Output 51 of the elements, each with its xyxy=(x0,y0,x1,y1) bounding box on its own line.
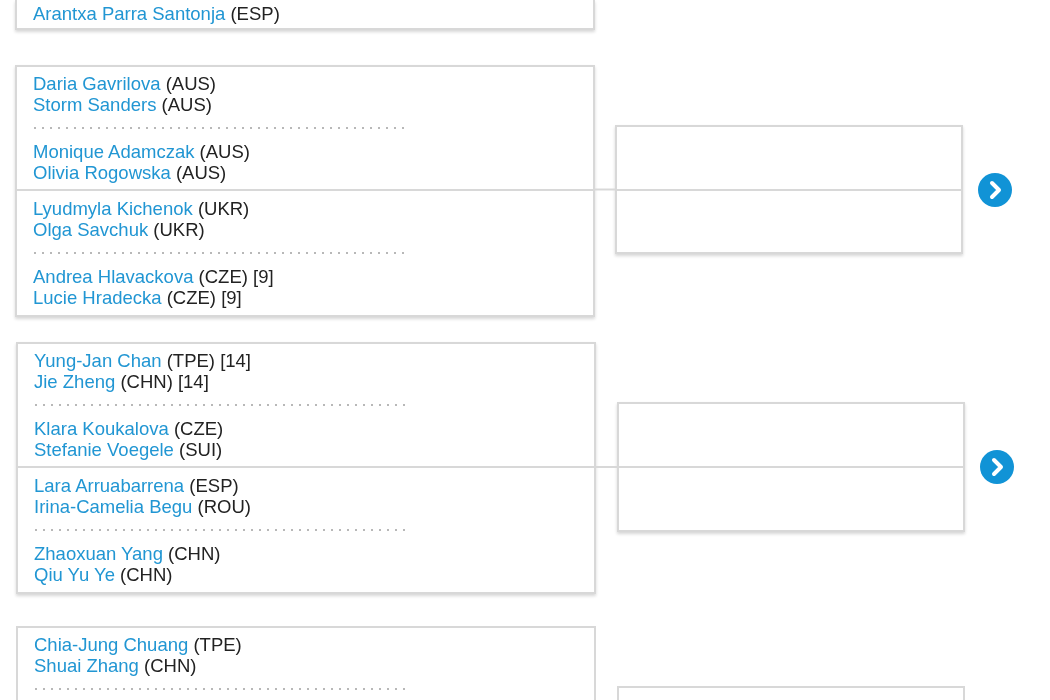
player-name-link: Arantxa Parra Santonja xyxy=(33,3,226,24)
player-name-link: Jie Zheng xyxy=(34,371,116,392)
country-code: (ESP) xyxy=(230,3,280,24)
bracket-line xyxy=(594,188,616,191)
country-code: (CZE) xyxy=(173,418,224,439)
country-code: (CHN) xyxy=(120,371,173,392)
country-code: (TPE) xyxy=(166,350,215,371)
country-code: (CHN) xyxy=(168,543,221,564)
player-name-link: Lara Arruabarrena xyxy=(34,475,185,496)
country-code: (AUS) xyxy=(161,94,212,115)
seed-number: [9] xyxy=(253,266,274,287)
player-name-link: Daria Gavrilova xyxy=(33,73,161,94)
country-code: (TPE) xyxy=(193,634,242,655)
match-box xyxy=(16,626,596,700)
player-name-link: Klara Koukalova xyxy=(34,418,169,439)
country-code: (UKR) xyxy=(153,219,205,240)
next-round-box xyxy=(617,402,965,532)
country-code: (ESP) xyxy=(189,475,239,496)
match-box xyxy=(15,65,595,317)
country-code: (SUI) xyxy=(179,439,223,460)
country-code: (CHN) xyxy=(120,564,173,585)
bracket-line xyxy=(595,466,618,468)
country-code: (AUS) xyxy=(199,141,250,162)
player-name-link: Andrea Hlavackova xyxy=(33,266,194,287)
country-code: (AUS) xyxy=(175,162,227,183)
player-name-link: Shuai Zhang xyxy=(34,655,139,676)
player-name-link: Qiu Yu Ye xyxy=(34,564,115,585)
seed-number: [14] xyxy=(177,371,209,392)
player-name-link: Yung-Jan Chan xyxy=(34,350,162,371)
country-code: (CZE) xyxy=(198,266,248,287)
player-name-link: Chia-Jung Chuang xyxy=(34,634,189,655)
player-name-link: Olga Savchuk xyxy=(33,219,149,240)
seed-number: [9] xyxy=(221,287,242,308)
country-code: (UKR) xyxy=(197,198,250,219)
player-name-link: Lucie Hradecka xyxy=(33,287,162,308)
match-box xyxy=(15,0,595,30)
next-round-box xyxy=(615,125,963,254)
country-code: (CHN) xyxy=(144,655,197,676)
country-code: (AUS) xyxy=(165,73,216,94)
player-name-link: Storm Sanders xyxy=(33,94,157,115)
player-name-link: Monique Adamczak xyxy=(33,141,195,162)
player-name-link: Lyudmyla Kichenok xyxy=(33,198,193,219)
country-code: (CZE) xyxy=(166,287,216,308)
match-box xyxy=(16,342,596,594)
next-round-box xyxy=(617,686,965,700)
seed-number: [14] xyxy=(220,350,251,371)
player-name-link: Olivia Rogowska xyxy=(33,162,171,183)
player-name-link: Stefanie Voegele xyxy=(34,439,174,460)
country-code: (ROU) xyxy=(197,496,251,517)
player-name-link: Zhaoxuan Yang xyxy=(34,543,163,564)
player-name-link: Irina-Camelia Begu xyxy=(34,496,193,517)
